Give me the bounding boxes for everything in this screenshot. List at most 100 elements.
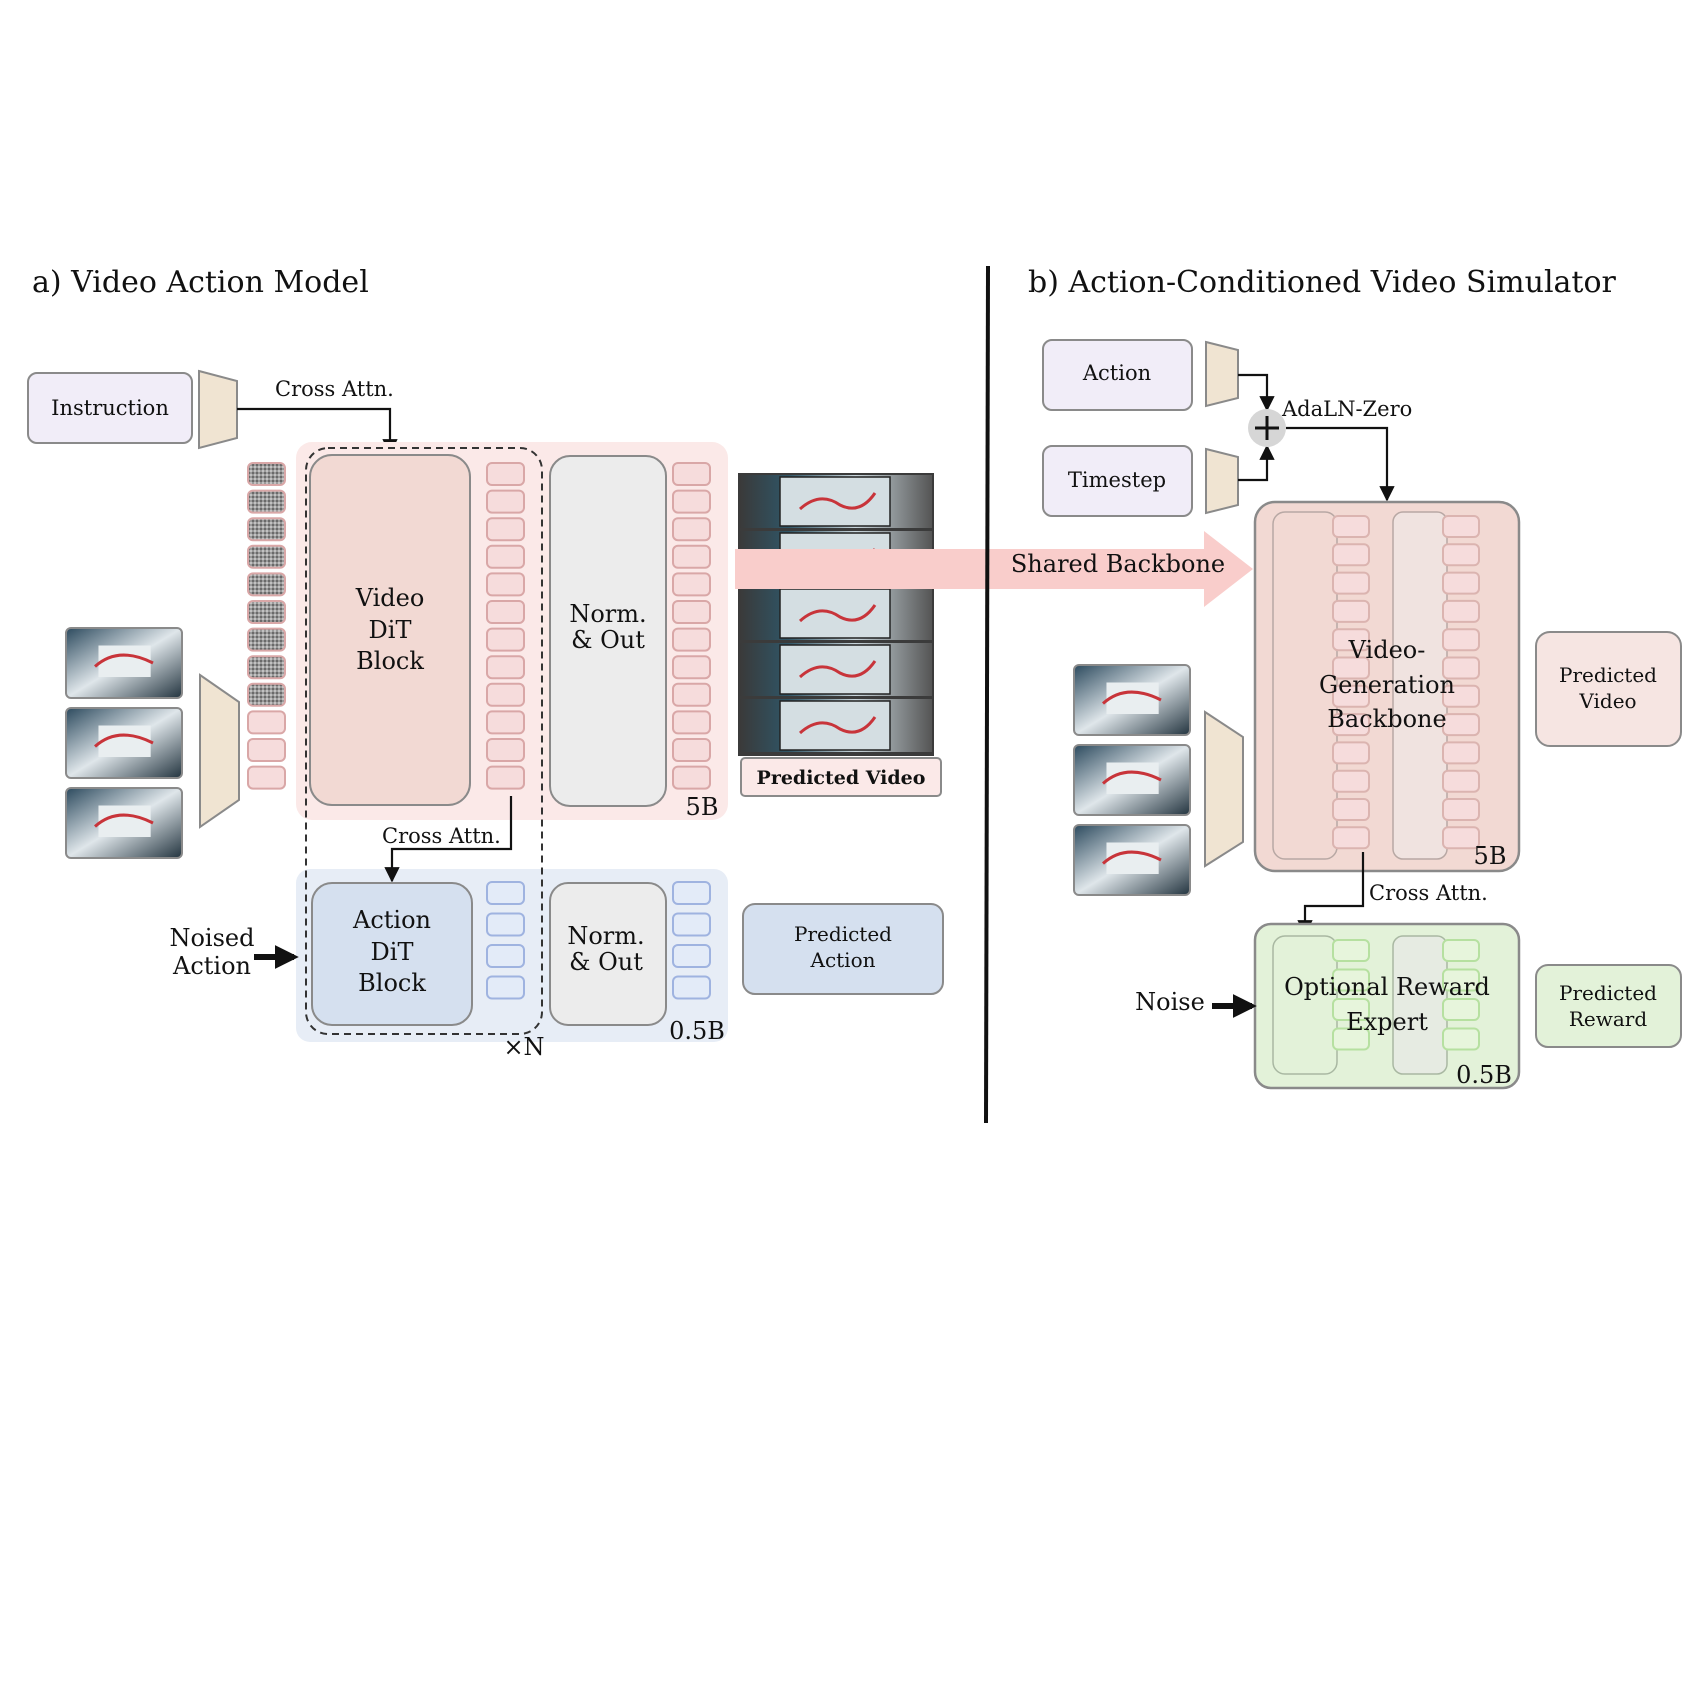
panel-b-title: b) Action-Conditioned Video Simulator [1028,265,1617,300]
noise-token [247,655,286,680]
noise-token [247,462,286,486]
panel-divider [984,265,990,1124]
instruction-label: Instruction [51,396,169,420]
token [672,600,711,624]
token [1332,998,1370,1021]
predicted-reward-label-2: Reward [1569,1007,1647,1031]
cross-attn-b-label: Cross Attn. [1369,881,1488,905]
predicted-reward-output: Predicted Reward [1535,964,1682,1048]
adaln-arrow [1286,426,1395,502]
frame-cable [798,604,877,623]
cross-attn-b-arrow [1297,852,1365,936]
token [672,765,711,790]
observation-cable [1101,690,1162,705]
noise-token [247,572,286,597]
predicted-video-label: Predicted Video [757,767,926,789]
token [672,462,711,486]
observation-encoder-a [199,673,240,829]
token [1332,515,1370,538]
video-dit-label-1: Video [355,584,425,612]
frame-cable [798,716,877,735]
predicted-reward-label-1: Predicted [1559,981,1657,1005]
size-reward-label: 0.5B [1456,1061,1512,1089]
token [672,655,711,680]
noise-token [247,517,286,542]
video-dit-label-2: DiT [369,616,412,644]
token [672,489,711,514]
token [1442,515,1480,538]
token [1332,939,1370,962]
token [1332,543,1370,567]
clean-token [247,710,286,735]
token [1442,543,1480,567]
backbone-token-column-1 [1332,515,1370,850]
action-input-label: Action [1082,361,1151,385]
sum-node [1248,409,1286,447]
token [486,655,525,680]
video-dit-label-3: Block [356,647,424,675]
token [672,975,711,1000]
input-token-column [247,462,286,790]
observation-cable [93,813,154,828]
predicted-video-b-label-2: Video [1578,689,1636,713]
action-dit-token-column [486,881,525,1000]
token [486,600,525,624]
video-dit-token-column [486,462,525,790]
token [672,544,711,569]
token [1332,741,1370,765]
token [486,544,525,569]
token [1332,968,1370,992]
size-bottom-label: 0.5B [669,1017,725,1045]
timestep-input-label: Timestep [1068,468,1166,492]
token [486,912,525,937]
action-out-token-column [672,881,711,1000]
predicted-video-frames [738,473,934,756]
observation-cable [1101,770,1162,785]
token [1332,826,1370,850]
norm-out-bottom-label-1: Norm. [567,922,644,950]
cross-attn-top-label: Cross Attn. [275,377,394,401]
timestep-to-sum-arrow [1238,444,1275,482]
token [486,462,525,486]
token [1442,769,1480,793]
token [486,710,525,735]
action-dit-label-3: Block [358,969,426,997]
token [1442,1027,1480,1051]
token [1442,826,1480,850]
predicted-action-output: Predicted Action [742,903,944,995]
token [486,627,525,652]
predicted-action-label-1: Predicted [794,922,892,946]
token [672,710,711,735]
observation-table [98,725,151,757]
token [1332,713,1370,737]
token [672,627,711,652]
token [1442,798,1480,821]
token [672,682,711,707]
observation-cable [1101,850,1162,865]
token [1442,998,1480,1021]
action-to-sum-arrow [1238,373,1275,412]
norm-out-bottom-label-2: & Out [569,948,643,976]
frame-cable [798,492,877,511]
token [1332,571,1370,595]
observation-images-a [65,627,183,859]
observation-table [1106,762,1159,794]
timestep-encoder [1205,447,1239,515]
norm-out-top-label-1: Norm. [569,600,646,628]
backbone-label-3: Backbone [1327,705,1446,733]
observation-cable [93,733,154,748]
clean-token [247,738,286,762]
action-dit-label-1: Action [352,906,431,934]
observation-encoder-b [1204,710,1244,868]
cross-attn-mid-label: Cross Attn. [382,824,501,848]
repeat-block-outline [305,447,543,1035]
token [1442,571,1480,595]
token [486,765,525,790]
action-encoder [1205,340,1239,408]
token [1332,684,1370,708]
token [486,975,525,1000]
noise-token [247,682,286,707]
predicted-video-b-label-1: Predicted [1559,663,1657,687]
instruction-input: Instruction [27,372,193,444]
token [672,912,711,937]
